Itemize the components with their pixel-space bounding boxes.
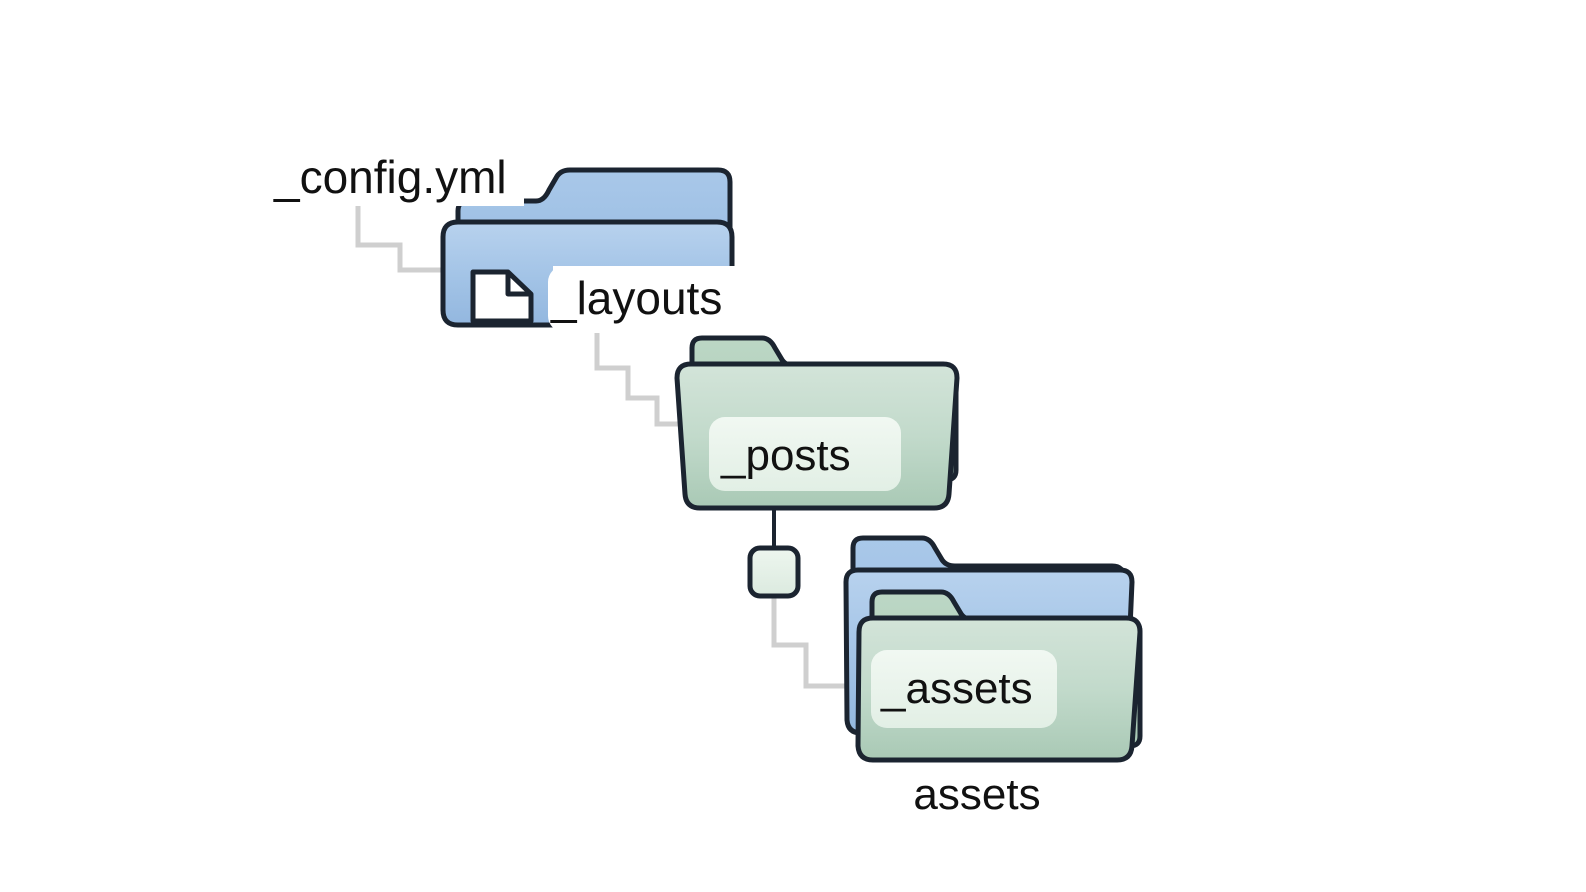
connector-layouts-to-posts (594, 333, 700, 427)
junction-square (747, 545, 801, 599)
connector-junction-to-assets (771, 594, 880, 689)
node-layouts[interactable]: _layouts (440, 167, 900, 332)
config-label-plate (268, 152, 524, 206)
node-posts[interactable]: _posts (674, 335, 960, 511)
posts-label: _posts (720, 431, 851, 480)
node-junction[interactable] (747, 545, 801, 599)
assets-caption: assets (913, 770, 1040, 819)
assets-label: _assets (880, 664, 1033, 713)
assets-label-chip (871, 650, 1057, 728)
node-assets[interactable]: _assets assets (843, 535, 1143, 819)
layouts-label-plate (553, 266, 900, 332)
config-label: _config.yml (273, 151, 507, 203)
node-config[interactable]: _config.yml (268, 151, 524, 206)
layouts-label: _layouts (550, 272, 722, 324)
layouts-label-plate-round (548, 266, 608, 332)
file-document-icon (470, 269, 534, 324)
posts-label-chip (709, 417, 901, 491)
